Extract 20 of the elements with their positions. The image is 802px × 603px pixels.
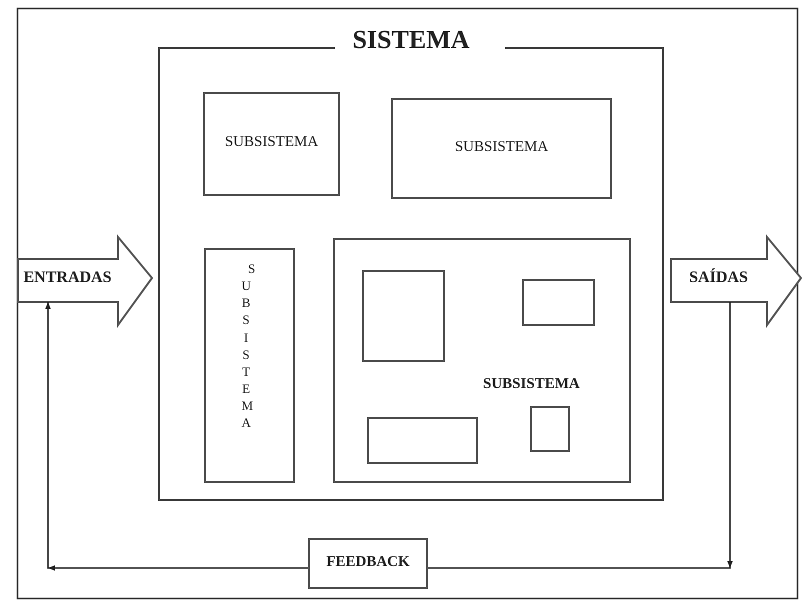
arrow-shape bbox=[670, 236, 802, 326]
box-label: SUBSISTEMA bbox=[483, 376, 580, 393]
box-label: SUBSISTEMA bbox=[242, 260, 258, 432]
subsystem-box bbox=[204, 248, 295, 483]
box-label: FEEDBACK bbox=[325, 554, 411, 570]
box-label: SUBSISTEMA bbox=[454, 138, 550, 156]
feedback-box bbox=[308, 538, 428, 589]
flow-label: SAÍDAS bbox=[688, 269, 749, 287]
subsystem-box bbox=[333, 238, 631, 483]
feedback-arrow bbox=[45, 302, 308, 571]
empty-box bbox=[530, 406, 570, 452]
empty-box bbox=[367, 417, 478, 464]
flow-label: ENTRADAS bbox=[22, 269, 112, 287]
empty-box bbox=[362, 270, 445, 362]
subsystem-box bbox=[203, 92, 340, 196]
empty-box bbox=[522, 279, 595, 326]
system-title: SISTEMA bbox=[351, 25, 471, 55]
subsystem-box bbox=[391, 98, 612, 199]
arrow-shape bbox=[17, 236, 153, 326]
box-label: SUBSISTEMA bbox=[224, 134, 320, 151]
